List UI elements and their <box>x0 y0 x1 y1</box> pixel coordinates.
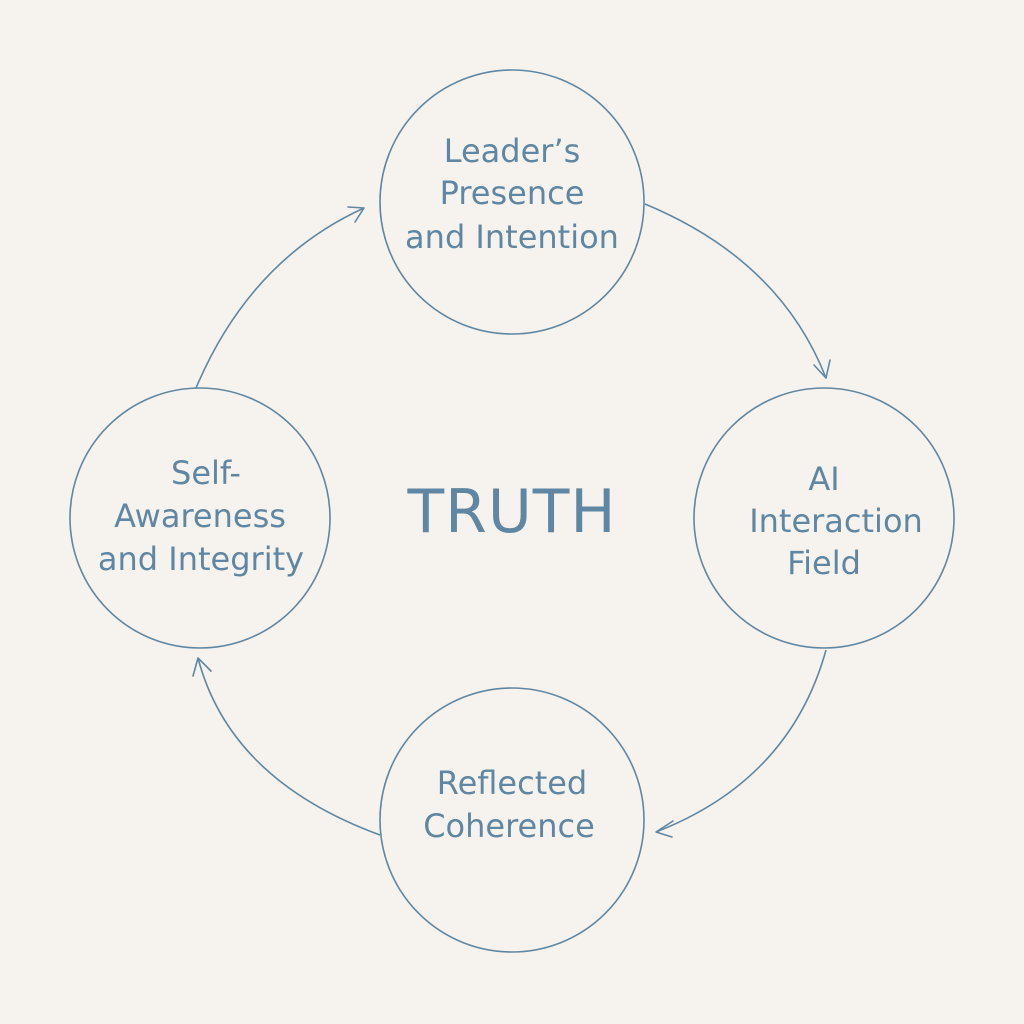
arc-leader-to-ai <box>644 203 827 379</box>
arc-self-to-leader <box>195 207 365 389</box>
node-label-ai-line1: AI <box>808 460 839 498</box>
node-label-leader-line3: and Intention <box>405 218 619 256</box>
node-label-self-line1: Self- <box>171 454 241 492</box>
arc-ai-to-reflected <box>655 649 827 833</box>
node-label-reflected-line1: Reflected <box>437 764 587 802</box>
node-label-leader-line2: Presence <box>440 174 585 212</box>
node-circle-leader <box>379 69 645 335</box>
node-label-self-line2: Awareness <box>114 497 286 535</box>
arrowhead-ai-to-reflected <box>655 820 674 838</box>
node-circle-self <box>69 387 331 649</box>
node-circle-ai <box>693 387 955 649</box>
node-label-ai-line3: Field <box>787 544 861 582</box>
arrowhead-self-to-leader <box>347 206 365 223</box>
center-label: TRUTH <box>406 477 616 547</box>
node-label-self-line3: and Integrity <box>98 540 304 578</box>
node-label-leader-line1: Leader’s <box>444 132 581 170</box>
node-circle-reflected <box>379 687 645 953</box>
arrowhead-reflected-to-self <box>192 657 212 677</box>
arrowhead-leader-to-ai <box>813 359 831 379</box>
node-label-reflected-line2: Coherence <box>423 807 595 845</box>
node-label-ai-line2: Interaction <box>749 502 923 540</box>
arc-reflected-to-self <box>197 657 381 836</box>
